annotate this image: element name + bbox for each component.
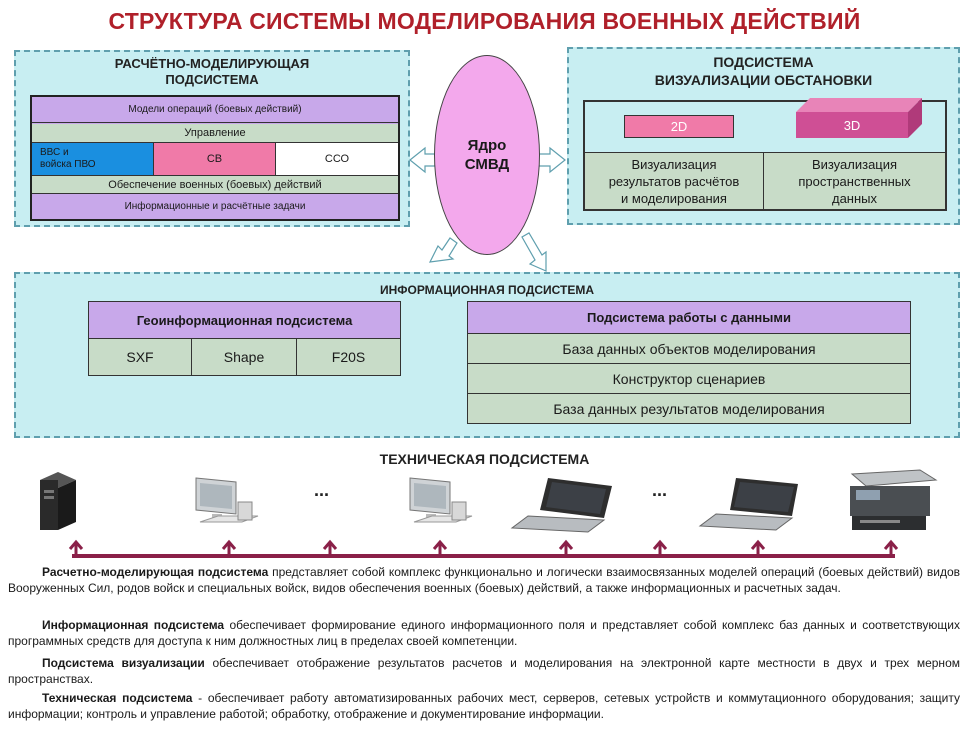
bus-arrow [652, 539, 668, 556]
core-ellipse: Ядро СМВД [434, 55, 540, 255]
vis-title-line2: ВИЗУАЛИЗАЦИИ ОБСТАНОВКИ [654, 72, 873, 88]
calc-title-line1: РАСЧЁТНО-МОДЕЛИРУЮЩАЯ [114, 56, 310, 71]
calc-title-line2: ПОДСИСТЕМА [165, 72, 259, 87]
desc-vis-term: Подсистема визуализации [42, 656, 205, 670]
vis-left-line1: Визуализация [631, 156, 717, 172]
vis-results-cell: Визуализация результатов расчётов и моде… [585, 152, 764, 209]
desc-vis-text: обеспечивает отображение результатов рас… [8, 656, 960, 686]
info-subsystem-title: ИНФОРМАЦИОННАЯ ПОДСИСТЕМА [379, 283, 595, 297]
format-shape: Shape [191, 338, 297, 376]
desc-info-text: обеспечивает формирование единого информ… [8, 618, 960, 648]
vis-subsystem-title: ПОДСИСТЕМА ВИЗУАЛИЗАЦИИ ОБСТАНОВКИ [567, 53, 960, 89]
vis-left-line3: и моделирования [621, 190, 727, 206]
desc-tech-text: - обеспечивает работу автоматизированных… [8, 691, 960, 721]
vis-left-line2: результатов расчётов [608, 173, 740, 189]
format-sxf: SXF [88, 338, 192, 376]
control-row: Управление [32, 124, 398, 143]
desc-calc: Расчетно-моделирующая подсистема предста… [8, 564, 960, 596]
bus-arrow [883, 539, 899, 556]
tasks-row: Информационные и расчётные задачи [32, 194, 398, 219]
bus-arrow [750, 539, 766, 556]
vvs-cell: ВВС и войска ПВО [32, 143, 154, 175]
box-3d-top [796, 98, 922, 138]
desc-vis: Подсистема визуализации обеспечивает ото… [8, 655, 960, 687]
support-row: Обеспечение военных (боевых) действий [32, 175, 398, 194]
box-2d: 2D [624, 115, 734, 138]
vis-right-line3: данных [831, 190, 878, 206]
core-line1: Ядро [467, 137, 507, 154]
ellipsis-2: ... [652, 480, 668, 500]
format-f20s: F20S [296, 338, 401, 376]
tech-subsystem-title: ТЕХНИЧЕСКАЯ ПОДСИСТЕМА [379, 451, 590, 467]
bus-arrow [68, 539, 84, 556]
desktop-icon [409, 477, 473, 523]
laptop-icon [698, 478, 798, 531]
box-3d: 3D [796, 112, 908, 138]
bus-arrow [432, 539, 448, 556]
page-title: СТРУКТУРА СИСТЕМЫ МОДЕЛИРОВАНИЯ ВОЕННЫХ … [108, 8, 861, 34]
desc-info-term: Информационная подсистема [42, 618, 225, 632]
db-results-row: База данных результатов моделирования [467, 393, 911, 424]
laptop-icon [510, 478, 612, 533]
ellipsis-1: ... [314, 480, 330, 500]
desktop-icon [195, 477, 259, 523]
desc-info: Информационная подсистема обеспечивает ф… [8, 617, 960, 649]
vvs-line2: войска ПВО [40, 159, 96, 170]
printer-icon [850, 469, 938, 530]
vis-right-line2: пространственных [798, 173, 911, 189]
bus-arrow [322, 539, 338, 556]
db-objects-row: База данных объектов моделирования [467, 333, 911, 364]
sv-cell: СВ [154, 143, 276, 175]
desc-tech: Техническая подсистема - обеспечивает ра… [8, 690, 960, 722]
vis-right-line1: Визуализация [811, 156, 898, 172]
arrow-down-left-info [428, 237, 458, 263]
bus-arrow [221, 539, 237, 556]
geo-subsystem-header: Геоинформационная подсистема [88, 301, 401, 339]
sso-cell: ССО [276, 143, 398, 175]
arrow-down-right-info [521, 232, 547, 272]
vis-title-line1: ПОДСИСТЕМА [713, 54, 814, 70]
vis-spatial-cell: Визуализация пространственных данных [764, 152, 945, 209]
desc-calc-text: представляет собой комплекс функциональн… [8, 565, 960, 595]
core-line2: СМВД [464, 156, 510, 173]
calc-subsystem-title: РАСЧЁТНО-МОДЕЛИРУЮЩАЯ ПОДСИСТЕМА [14, 56, 410, 88]
models-row: Модели операций (боевых действий) [32, 97, 398, 123]
desc-tech-term: Техническая подсистема [42, 691, 193, 705]
desc-calc-term: Расчетно-моделирующая подсистема [42, 565, 269, 579]
server-icon [40, 472, 76, 530]
bus-arrow [558, 539, 574, 556]
vvs-line1: ВВС и [40, 147, 69, 158]
